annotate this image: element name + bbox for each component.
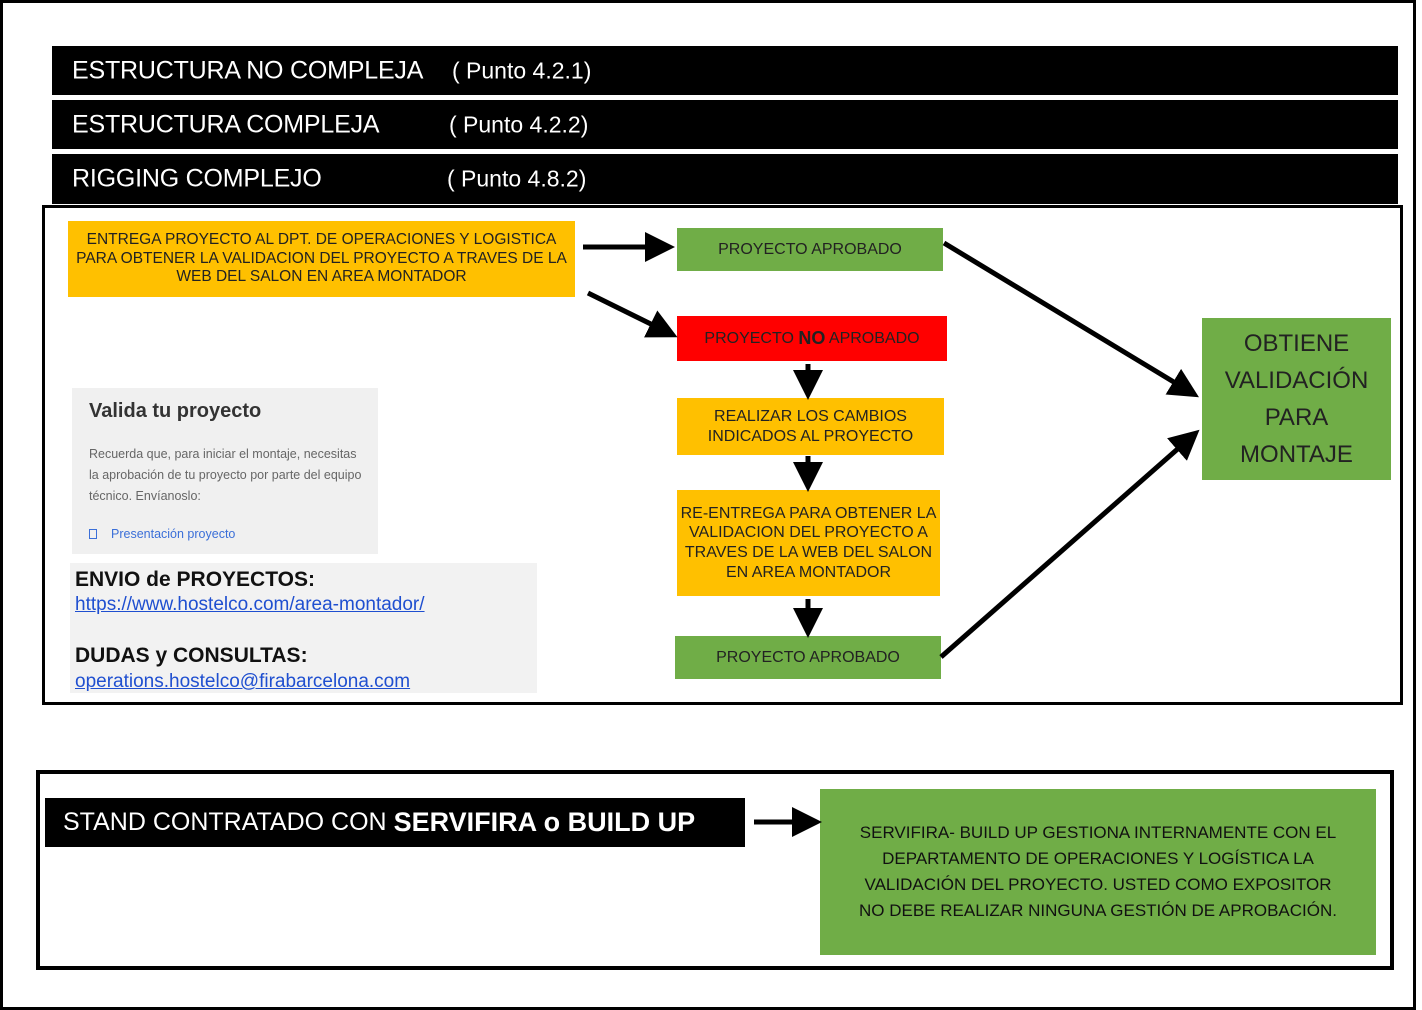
presentacion-proyecto-link[interactable]: Presentación proyecto — [89, 527, 235, 541]
arrow-aprobado1-to-validacion — [942, 240, 1199, 398]
flow-panel — [42, 205, 1403, 705]
no-aprobado-post: APROBADO — [825, 329, 920, 347]
realizar-cambios-box: REALIZAR LOS CAMBIOS INDICADOS AL PROYEC… — [677, 398, 944, 455]
proyecto-aprobado-box-2: PROYECTO APROBADO — [675, 636, 941, 679]
card-title: Valida tu proyecto — [89, 400, 262, 422]
entrega-proyecto-box: ENTREGA PROYECTO AL DPT. DE OPERACIONES … — [68, 221, 575, 297]
re-entrega-box: RE-ENTREGA PARA OBTENER LA VALIDACION DE… — [677, 490, 940, 596]
header-ref: ( Punto 4.8.2) — [447, 165, 587, 192]
header-title: ESTRUCTURA NO COMPLEJA — [72, 56, 424, 84]
header-estructura-no-compleja: ESTRUCTURA NO COMPLEJA ( Punto 4.2.1) — [52, 46, 1398, 95]
proyecto-no-aprobado-box: PROYECTO NO APROBADO — [677, 316, 947, 361]
header-rigging-complejo: RIGGING COMPLEJO ( Punto 4.8.2) — [52, 154, 1398, 204]
envio-label: ENVIO de PROYECTOS: — [75, 568, 315, 591]
envio-url-link[interactable]: https://www.hostelco.com/area-montador/ — [75, 594, 425, 615]
card-text: Recuerda que, para iniciar el montaje, n… — [89, 447, 362, 503]
dudas-email-link[interactable]: operations.hostelco@firabarcelona.com — [75, 671, 411, 692]
header-title: RIGGING COMPLEJO — [72, 164, 322, 193]
dudas-label: DUDAS y CONSULTAS: — [75, 644, 308, 667]
card-link-label: Presentación proyecto — [111, 527, 236, 541]
proyecto-aprobado-box-1: PROYECTO APROBADO — [677, 228, 943, 271]
stand-label-bold: SERVIFIRA o BUILD UP — [393, 807, 696, 837]
no-aprobado-emphasis: NO — [798, 327, 826, 348]
servifira-note-box: SERVIFIRA- BUILD UP GESTIONA INTERNAMENT… — [820, 789, 1376, 955]
stand-label-pre: STAND CONTRATADO CON — [63, 808, 387, 836]
header-estructura-compleja: ESTRUCTURA COMPLEJA ( Punto 4.2.2) — [52, 100, 1398, 149]
header-ref: ( Punto 4.2.2) — [449, 111, 589, 137]
header-ref: ( Punto 4.2.1) — [452, 57, 592, 83]
document-icon — [89, 529, 97, 539]
contact-block: ENVIO de PROYECTOS: https://www.hostelco… — [70, 563, 537, 693]
no-aprobado-pre: PROYECTO — [704, 329, 799, 347]
servifira-panel — [36, 770, 1394, 970]
valida-proyecto-card: Valida tu proyecto Recuerda que, para in… — [72, 388, 378, 554]
arrow-entrega-to-no-aprobado — [586, 290, 678, 338]
obtiene-validacion-box: OBTIENE VALIDACIÓN PARA MONTAJE — [1202, 318, 1391, 480]
header-title: ESTRUCTURA COMPLEJA — [72, 110, 380, 138]
arrow-aprobado2-to-validacion — [939, 429, 1200, 659]
